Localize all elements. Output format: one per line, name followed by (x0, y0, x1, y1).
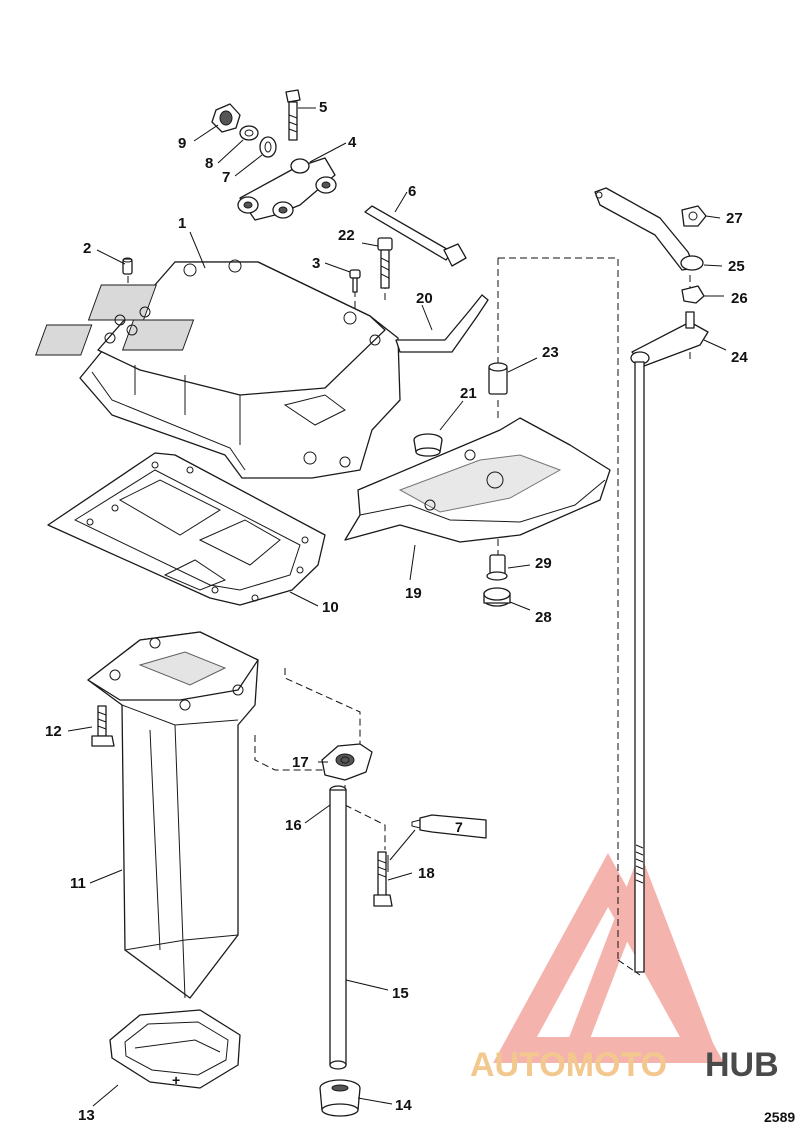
callout-11: 11 (70, 875, 86, 892)
washer-8 (239, 125, 259, 141)
shift-rod (634, 361, 645, 973)
lubricant-tube: 7 (411, 814, 487, 839)
watermark-text: AUTOMOTO HUB (470, 1046, 779, 1084)
watermark-text-part1: AUTOMOTO (470, 1046, 667, 1084)
leader-lines (67, 107, 727, 1107)
bushing-29 (486, 554, 508, 581)
callout-22: 22 (338, 227, 355, 244)
pump-base-17 (321, 743, 373, 781)
callout-8: 8 (205, 155, 213, 172)
bolt-6 (364, 205, 467, 267)
bolt-5 (285, 89, 301, 141)
callout-7: 7 (222, 169, 230, 186)
gasket (47, 452, 326, 606)
grommet-21 (413, 433, 443, 457)
watermark-text-part2: HUB (705, 1046, 779, 1084)
driveshaft-housing (87, 631, 259, 999)
washer-7 (259, 136, 277, 158)
callout-14: 14 (395, 1097, 412, 1114)
lubricant-tube-label: 7 (455, 819, 463, 835)
callout-18: 18 (418, 865, 435, 882)
callout-5: 5 (319, 99, 327, 116)
callout-4: 4 (348, 134, 357, 151)
grommet-14 (319, 1079, 361, 1117)
bushing-23 (488, 362, 508, 395)
callout-20: 20 (416, 290, 433, 307)
callout-24: 24 (731, 349, 748, 366)
screw-3 (349, 269, 361, 293)
callout-10: 10 (322, 599, 339, 616)
callout-26: 26 (731, 290, 748, 307)
fitting-block (237, 157, 337, 221)
nut-9 (211, 103, 241, 133)
link-arm-25 (594, 187, 704, 271)
seal-13: + (109, 1009, 241, 1089)
diagram-reference-number: 2589 (764, 1109, 795, 1125)
bolt-12 (91, 705, 115, 747)
callout-23: 23 (542, 344, 559, 361)
shift-lever-24 (630, 311, 709, 367)
callout-28: 28 (535, 609, 552, 626)
bolt-18 (373, 851, 393, 907)
bolt-22 (377, 237, 393, 289)
bracket-20 (395, 294, 489, 353)
callout-2: 2 (83, 240, 91, 257)
svg-text:+: + (172, 1072, 180, 1088)
callout-27: 27 (726, 210, 743, 227)
nut-26 (681, 285, 705, 304)
plate-19 (344, 417, 611, 543)
callout-6: 6 (408, 183, 416, 200)
callout-17: 17 (292, 754, 309, 771)
callout-19: 19 (405, 585, 422, 602)
callout-29: 29 (535, 555, 552, 572)
callout-16: 16 (285, 817, 302, 834)
callout-25: 25 (728, 258, 745, 275)
dowel-pin (122, 257, 133, 275)
callout-13: 13 (78, 1107, 95, 1124)
callout-labels: 1 2 3 4 5 6 7 8 9 10 11 12 13 14 15 16 1… (45, 99, 748, 1124)
callout-9: 9 (178, 135, 186, 152)
watermark-logo (493, 851, 725, 1063)
washer-28 (483, 587, 511, 607)
locknut-27 (681, 205, 707, 227)
callout-1: 1 (178, 215, 186, 232)
water-tube (329, 785, 347, 1070)
callout-21: 21 (460, 385, 477, 402)
callout-15: 15 (392, 985, 409, 1002)
callout-3: 3 (312, 255, 320, 272)
callout-12: 12 (45, 723, 62, 740)
adapter-plate (35, 259, 401, 479)
